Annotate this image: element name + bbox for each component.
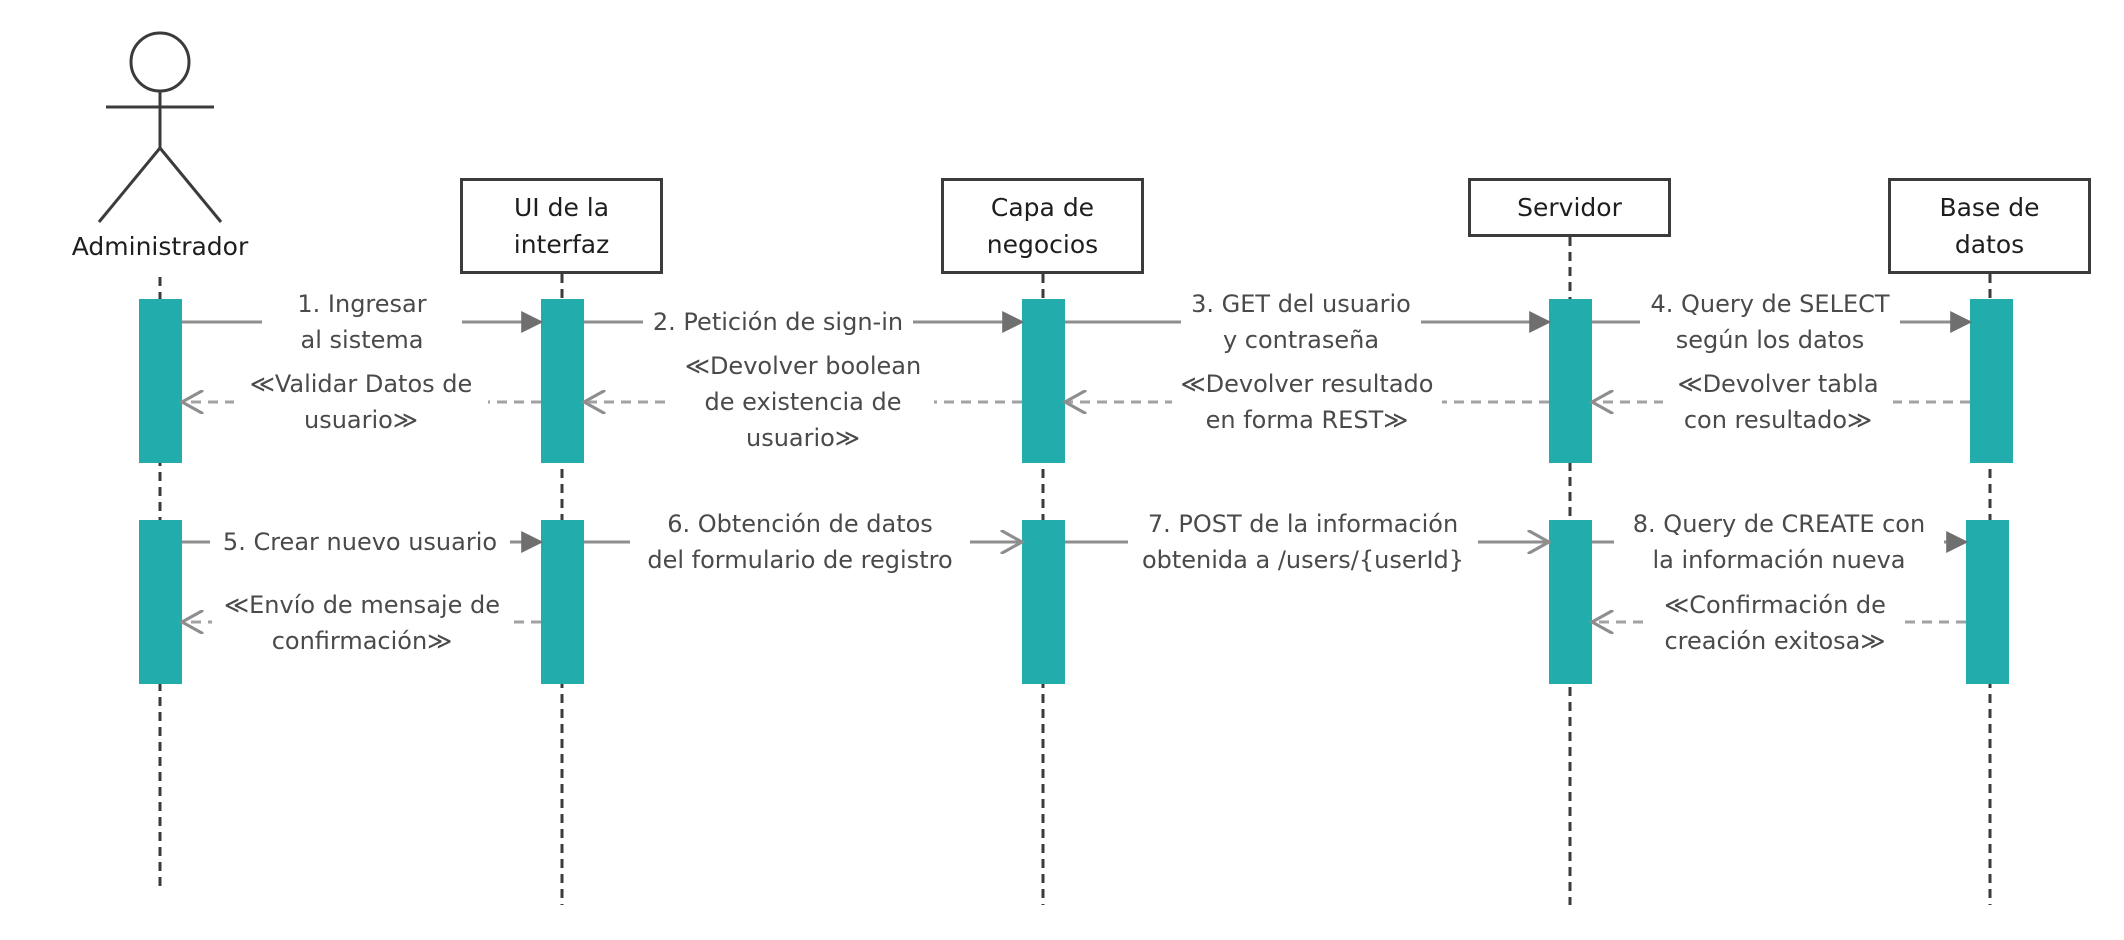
activation-bar [139,299,182,463]
activation-bar [1966,520,2009,684]
activation-bar [1549,299,1592,463]
activation-bar [1970,299,2013,463]
activation-bar [1022,299,1065,463]
activation-bar [1022,520,1065,684]
activation-bar [139,520,182,684]
actor-head [129,31,191,93]
actor-leg-right [158,147,223,223]
actor-figure [97,31,223,223]
activation-bar [541,299,584,463]
activation-bar [541,520,584,684]
actor-leg-left [97,147,162,223]
activation-bar [1549,520,1592,684]
